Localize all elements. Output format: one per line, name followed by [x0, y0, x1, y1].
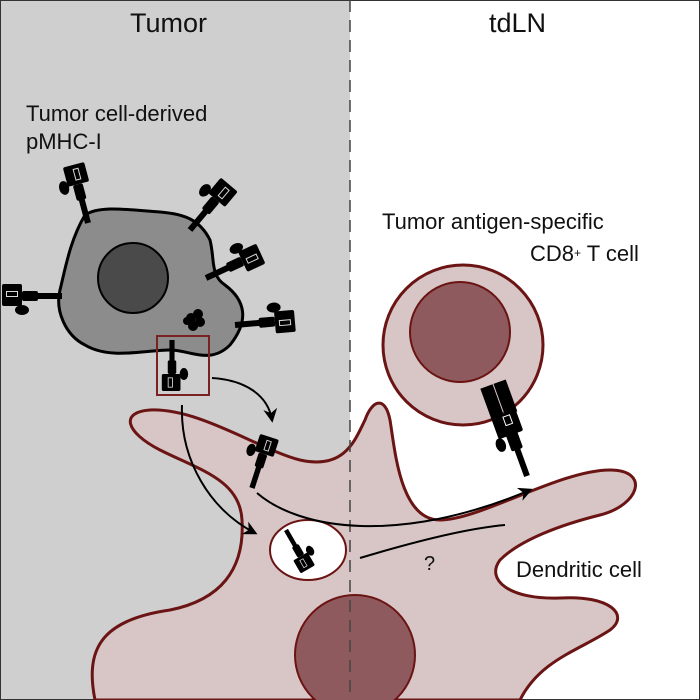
highlight-box: [156, 335, 210, 396]
tumor-pmhc-label-line2: pMHC-I: [26, 129, 102, 154]
dendritic-cell-nucleus: [294, 594, 416, 700]
arrow-vesicle-route: [359, 524, 506, 559]
t-cell-label-sup: +: [574, 246, 582, 260]
proteasome-icon: [183, 309, 205, 331]
tumor-region-title: Tumor: [130, 8, 208, 38]
arrow-to-vesicle: [180, 404, 258, 535]
tcr-pmhc-complex-icon: [480, 379, 530, 478]
t-cell-nucleus: [409, 281, 511, 383]
tumor-cell-nucleus: [97, 242, 169, 314]
t-cell-label-suffix: T cell: [581, 241, 639, 266]
arrow-surface-route: [256, 487, 533, 528]
arrow-to-dc-surface: [211, 377, 278, 423]
t-cell-label-line2: CD8+ T cell: [530, 240, 639, 268]
tumor-pmhc-label-line1: Tumor cell-derived: [26, 101, 208, 126]
t-cell-label-line1: Tumor antigen-specific: [382, 209, 604, 234]
t-cell-label-cd8: CD8: [530, 241, 575, 266]
dendritic-cell-label: Dendritic cell: [516, 557, 642, 582]
tdln-region-title: tdLN: [489, 8, 547, 38]
unknown-route-label: ?: [424, 553, 436, 575]
dendritic-cell-body: [90, 401, 637, 700]
